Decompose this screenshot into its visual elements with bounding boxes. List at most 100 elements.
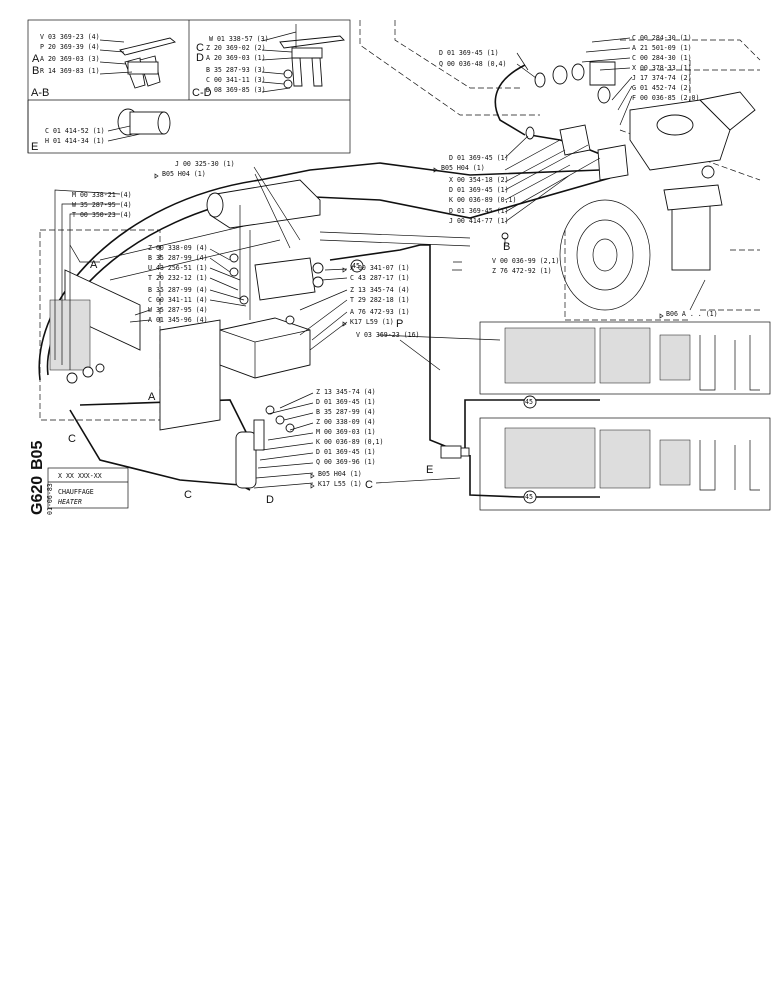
ref-top-right-3: X 00 378-33 (1): [632, 64, 692, 72]
radiator-top: [479, 321, 771, 395]
labels-center-right: X 00 341-07 (1) C 43 287-17 (1) Z 13 345…: [342, 264, 420, 339]
callout-e: E: [426, 464, 433, 476]
ref-cr-3: T 29 282-18 (1): [350, 296, 410, 304]
inset-ab-label-0: V 03 369-23 (4): [40, 33, 100, 41]
inset-ab-label-3: R 14 369-83 (1): [40, 67, 100, 75]
labels-center-col: Z 00 338-09 (4) B 35 287-99 (4) U 43 256…: [148, 244, 208, 324]
ref-top-right-4: J 17 374-74 (2): [632, 74, 692, 82]
inset-ab-prefix-a: A: [32, 53, 40, 65]
sheet-code-b05: B05: [29, 441, 46, 470]
labels-top-center: J 00 325-30 (1) B05 H04 (1): [154, 160, 235, 179]
ref-mid-right-6: J 00 414-77 (1): [449, 217, 509, 225]
ref-bc-4: M 00 369-03 (1): [316, 428, 376, 436]
callout-45-a-text: 45: [352, 262, 360, 270]
inset-cd-label-1: Z 20 369-02 (2): [206, 44, 266, 52]
ref-center-4: B 35 287-99 (4): [148, 286, 208, 294]
arrow-mid-right: [433, 167, 438, 173]
label-b06-group: B06 A . . (1): [659, 310, 718, 319]
sheet-date: 01-06-83: [46, 483, 54, 515]
ref-top-center-0: J 00 325-30 (1): [175, 160, 235, 168]
callout-a-center: A: [148, 391, 156, 403]
ref-left-1: W 35 287-95 (4): [72, 201, 132, 209]
ref-center-6: W 35 287-95 (4): [148, 306, 208, 314]
callout-c-bottom: C: [184, 489, 192, 501]
ref-bc-5: K 00 036-89 (0,1): [316, 438, 384, 446]
ref-mid-right-3: D 01 369-45 (1): [449, 186, 509, 194]
inset-e: C 01 414-52 (1) H 01 414-34 (1) E: [31, 108, 171, 153]
labels-left: M 00 338-21 (4) W 35 287-95 (4) T 00 350…: [72, 191, 132, 219]
wheel: [559, 199, 651, 311]
labels-bottom-center: Z 13 345-74 (4) D 01 369-45 (1) B 35 287…: [310, 388, 384, 491]
pump-assembly: [663, 165, 723, 271]
labels-mid-right: D 01 369-45 (1) B05 H04 (1) X 00 354-18 …: [433, 154, 517, 225]
ref-bc-3: Z 00 338-09 (4): [316, 418, 376, 426]
callout-45-c-text: 45: [525, 493, 533, 501]
arrow-bc-8: [310, 473, 315, 479]
inset-e-section: E: [31, 141, 38, 153]
ref-top-right-2: C 00 284-30 (1): [632, 54, 692, 62]
callout-45-a: 45: [350, 259, 364, 273]
ref-left-2: T 00 350-23 (4): [72, 211, 132, 219]
ref-center-3: T 20 232-12 (1): [148, 274, 208, 282]
inset-cd-label-5: D 08 369-85 (3): [206, 86, 266, 94]
ref-center-7: A 01 345-96 (4): [148, 316, 208, 324]
ref-cr-6: V 03 369-23 (16): [356, 331, 420, 339]
arrow-bc-9: [310, 483, 315, 489]
ref-top-right-1: A 21 501-09 (1): [632, 44, 692, 52]
ref-cr-1: C 43 287-17 (1): [350, 274, 410, 282]
ref-trl-1: Q 00 036-48 (0,4): [439, 60, 507, 68]
callout-b: B: [503, 241, 510, 253]
callout-45-b: 45: [523, 395, 537, 409]
filter-canisters: [235, 405, 295, 489]
ref-top-center-1: B05 H04 (1): [162, 170, 206, 178]
ref-bc-6: D 01 369-45 (1): [316, 448, 376, 456]
callout-a-left: A: [90, 259, 98, 271]
ref-center-1: B 35 287-99 (4): [148, 254, 208, 262]
ref-bc-8: B05 H04 (1): [318, 470, 362, 478]
control-box: [206, 179, 324, 379]
leader-lines: [54, 37, 706, 489]
inset-cd-label-0: W 01 338-57 (3): [209, 35, 269, 43]
ref-bc-7: Q 00 369-96 (1): [316, 458, 376, 466]
valve-e: [440, 445, 470, 459]
ref-cr-2: Z 13 345-74 (4): [350, 286, 410, 294]
inset-cd-label-3: B 35 287-93 (3): [206, 66, 266, 74]
ref-top-right-0: C 00 284-30 (1): [632, 34, 692, 42]
ref-top-right-6: F 00 036-85 (2,0): [632, 94, 700, 102]
title-part-ref: X XX XXX-XX: [58, 472, 102, 480]
sheet-code: B05 G620 01-06-83: [29, 441, 54, 515]
inset-ab-label-1: P 20 369-39 (4): [40, 43, 100, 51]
coupling-drawing: [107, 108, 171, 142]
ref-bc-2: B 35 287-99 (4): [316, 408, 376, 416]
radiator-bottom: [479, 417, 771, 511]
ref-mid-right-4: K 00 036-89 (0,1): [449, 196, 517, 204]
ref-top-right-5: G 01 452-74 (2): [632, 84, 692, 92]
inset-cd-prefix-d: D: [196, 52, 204, 64]
title-block: X XX XXX-XX CHAUFFAGE HEATER: [47, 467, 129, 509]
callout-c-k17: C: [365, 479, 373, 491]
callout-p: P: [396, 318, 403, 330]
callouts: A A B C C D E 45 45 45: [68, 241, 537, 506]
ref-cr-0: X 00 341-07 (1): [350, 264, 410, 272]
bracket-clamp-drawing: [261, 24, 345, 93]
engine-block: [629, 91, 756, 171]
ref-center-0: Z 00 338-09 (4): [148, 244, 208, 252]
labels-top-right-left: D 01 369-45 (1) Q 00 036-48 (0,4): [439, 49, 507, 68]
inset-cd-label-4: C 00 341-11 (3): [206, 76, 266, 84]
inset-cd-label-2: A 20 369-03 (1): [206, 54, 266, 62]
ref-cr-5: K17 L59 (1): [350, 318, 394, 326]
machine-outline: [359, 20, 761, 321]
clamp-strap-drawing: [99, 37, 176, 89]
ref-cr-4: A 76 472-93 (1): [350, 308, 410, 316]
ref-bc-9: K17 L55 (1): [318, 480, 362, 488]
inset-ab-prefix-b: B: [32, 65, 39, 77]
ref-b06: B06 A . . (1): [666, 310, 718, 318]
inset-cd-section: C-D: [192, 87, 212, 99]
sheet-code-g620: G620: [29, 476, 46, 515]
inset-cd-prefix-c: C: [196, 42, 204, 54]
inset-ab: V 03 369-23 (4) P 20 369-39 (4) A A 20 3…: [31, 33, 176, 99]
ref-left-0: M 00 338-21 (4): [72, 191, 132, 199]
ref-center-5: C 00 341-11 (4): [148, 296, 208, 304]
labels-top-right: C 00 284-30 (1) A 21 501-09 (1) C 00 284…: [632, 34, 700, 102]
